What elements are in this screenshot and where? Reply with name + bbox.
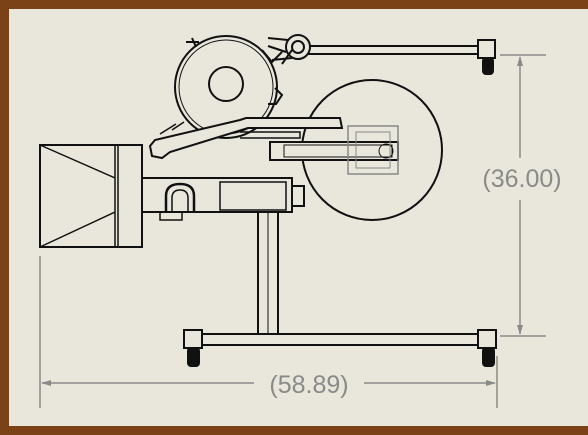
pivot-ring-inner	[291, 40, 305, 54]
disc-arm-block	[347, 125, 399, 175]
caster-bottom-left	[183, 329, 203, 349]
middle-boom	[148, 117, 344, 160]
width-dimension-label: (58.89)	[269, 371, 348, 399]
upper-drum-hub	[208, 66, 244, 102]
lower-arm	[141, 177, 293, 213]
lower-arm-curve	[164, 182, 196, 212]
disc-arm-end	[378, 143, 394, 159]
pivot-ring	[285, 34, 311, 60]
caster-bottom-right-wheel	[482, 347, 495, 367]
boom-link	[267, 37, 293, 65]
lower-arm-bracket	[159, 211, 183, 221]
disc-arm-block-inner	[355, 131, 391, 169]
hopper-lines	[39, 144, 119, 248]
height-dimension-label: (36.00)	[482, 165, 561, 193]
lower-arm-slot	[219, 181, 287, 211]
upper-drum-mount	[186, 37, 284, 105]
caster-bottom-right	[477, 329, 497, 349]
disc-arm-slot	[283, 144, 393, 158]
caster-bottom-left-wheel	[187, 347, 200, 367]
upper-boom	[296, 45, 479, 55]
lower-arm-tab	[291, 185, 305, 207]
lower-arm-curve-inner	[171, 189, 189, 212]
hopper	[39, 144, 143, 248]
upper-drum	[174, 35, 278, 139]
caster-top-right	[477, 39, 496, 59]
middle-boom-detail	[159, 121, 301, 139]
caster-top-right-wheel	[482, 57, 494, 75]
base-bar	[193, 333, 481, 346]
